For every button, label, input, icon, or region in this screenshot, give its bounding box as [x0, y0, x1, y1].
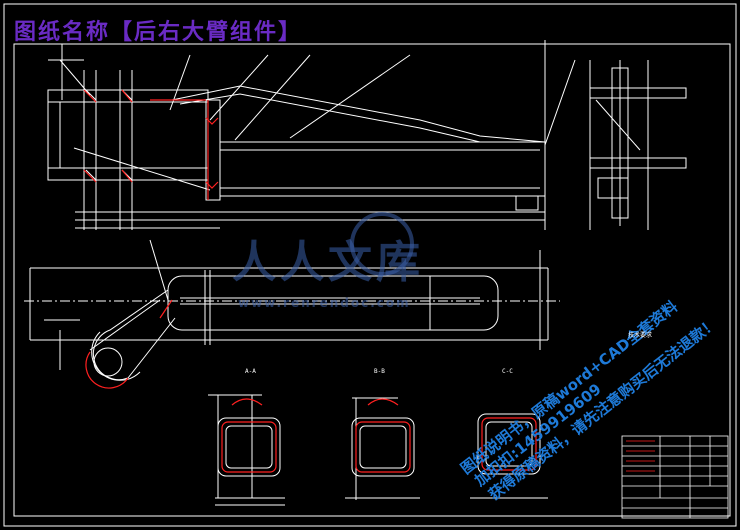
section-views — [208, 394, 548, 506]
inner-frame — [13, 43, 731, 517]
section-label-c: C-C — [502, 368, 513, 375]
outer-frame — [3, 3, 737, 527]
watermark-logo-text: 人人文库 — [232, 237, 424, 288]
watermark-logo-icon — [350, 212, 414, 276]
plan-welds — [85, 299, 173, 389]
weld-marks — [83, 89, 219, 200]
section-label-a: A-A — [245, 368, 256, 375]
front-view — [47, 40, 576, 230]
drawing-title: 图纸名称【后右大臂组件】 — [14, 19, 303, 45]
section-label-b: B-B — [374, 368, 385, 375]
title-block — [621, 435, 729, 519]
watermark-url: www.renrendoc.com — [238, 296, 411, 310]
section-welds — [221, 398, 537, 473]
notes-header: 技术要求 — [628, 332, 653, 339]
title-block-red — [626, 440, 655, 472]
side-view — [589, 60, 687, 230]
plan-view — [24, 239, 560, 381]
